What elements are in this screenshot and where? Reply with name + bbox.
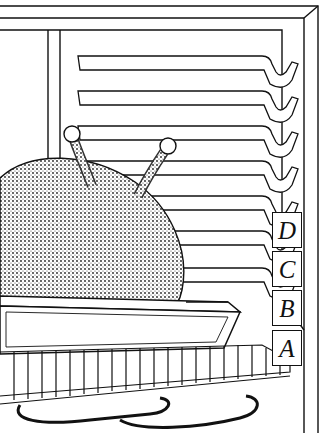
rack-position-box: C xyxy=(272,251,302,287)
heating-element xyxy=(18,396,257,427)
rack-position-letter: C xyxy=(279,257,296,282)
roasting-pan xyxy=(0,296,240,354)
rack-position-box: D xyxy=(272,212,302,248)
rack-position-letter: A xyxy=(279,336,294,361)
rack-position-box: A xyxy=(272,330,302,366)
rack-position-box: B xyxy=(272,290,302,326)
turkey xyxy=(0,126,184,322)
oven-cavity xyxy=(0,6,318,433)
rack-position-letter: B xyxy=(279,296,294,321)
rack-position-letter: D xyxy=(278,218,296,243)
